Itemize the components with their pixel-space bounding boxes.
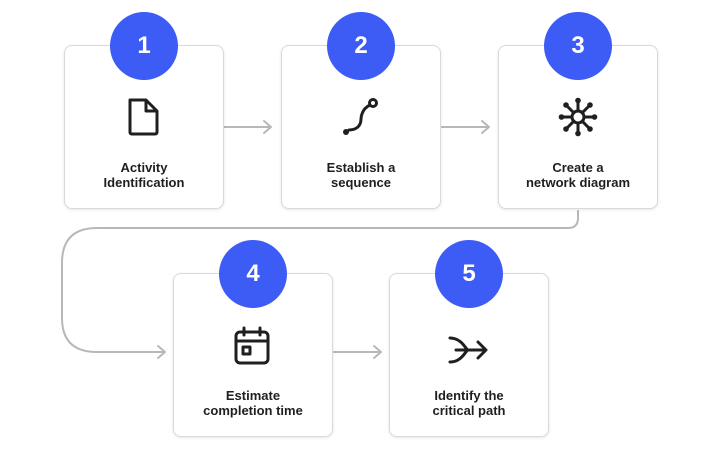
step-label-1-line2: Identification <box>103 175 185 190</box>
step-label-5-line2: critical path <box>432 403 506 418</box>
step-label-2: Establish a sequence <box>281 160 441 190</box>
step-number-badge-4: 4 <box>219 240 287 308</box>
step-label-5: Identify the critical path <box>389 388 549 418</box>
step-label-1: Activity Identification <box>64 160 224 190</box>
step-label-4-line2: completion time <box>203 403 303 418</box>
step-number-badge-3: 3 <box>544 12 612 80</box>
step-number-badge-2: 2 <box>327 12 395 80</box>
step-label-2-line1: Establish a <box>326 160 396 175</box>
step-number-badge-5: 5 <box>435 240 503 308</box>
step-number-badge-1: 1 <box>110 12 178 80</box>
step-number-3: 3 <box>571 32 585 59</box>
document-icon <box>128 98 159 136</box>
step-label-5-line1: Identify the <box>434 388 504 403</box>
network-hub-icon <box>558 97 598 137</box>
arrowhead-4-5 <box>373 345 382 359</box>
step-number-2: 2 <box>354 32 368 59</box>
step-label-3: Create a network diagram <box>498 160 658 190</box>
calendar-icon <box>234 326 270 365</box>
step-label-1-line1: Activity <box>120 160 168 175</box>
step-label-4-line1: Estimate <box>225 388 281 403</box>
step-label-2-line2: sequence <box>331 175 391 190</box>
connector-3-4 <box>61 210 579 353</box>
arrowhead-2-3 <box>481 120 490 134</box>
arrowhead-1-2 <box>263 120 272 134</box>
step-number-4: 4 <box>246 260 260 287</box>
merge-arrow-icon <box>448 336 488 364</box>
step-number-1: 1 <box>137 32 151 59</box>
step-label-3-line2: network diagram <box>525 175 631 190</box>
arrowhead-3-4 <box>157 345 166 359</box>
step-label-4: Estimate completion time <box>173 388 333 418</box>
step-label-3-line1: Create a <box>552 160 604 175</box>
sequence-curve-icon <box>343 98 378 135</box>
step-number-5: 5 <box>462 260 476 287</box>
